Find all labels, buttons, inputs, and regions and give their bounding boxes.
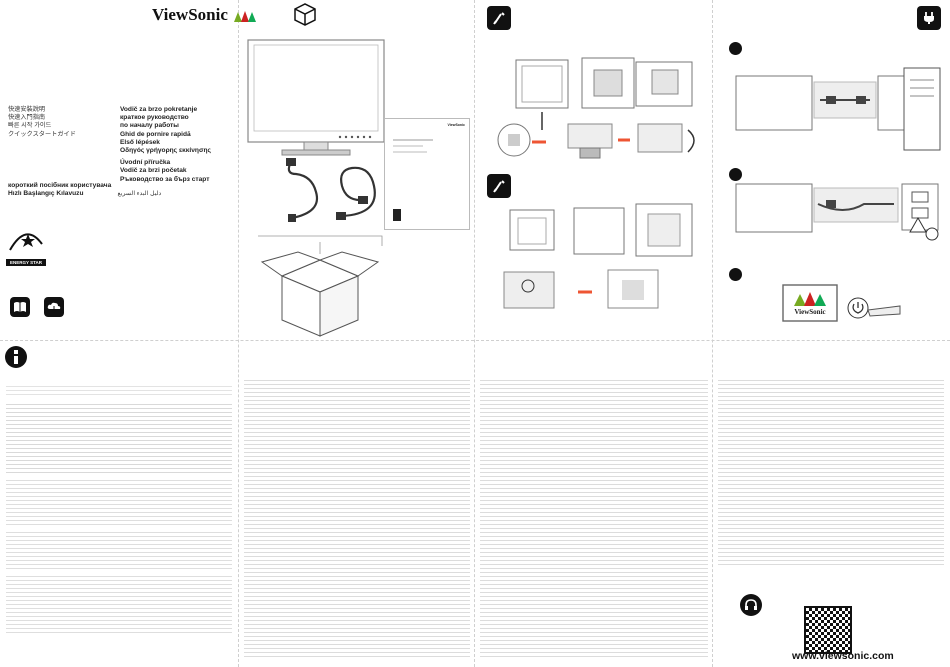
fold-line — [474, 0, 475, 667]
qr-code[interactable] — [804, 606, 852, 654]
title-ja: クイックスタートガイド — [8, 130, 76, 138]
step-3-marker — [729, 268, 742, 281]
video-cable-illustration — [330, 156, 390, 229]
install-wall-mount-step — [488, 200, 698, 335]
monitor-screen-brand: ViewSonic — [794, 308, 826, 316]
title-zh-cn: 快速入門指南 — [8, 114, 46, 122]
title-cs: Úvodní příručka — [120, 159, 171, 167]
info-text-column — [480, 378, 708, 660]
title-ru-1: краткое руководство — [120, 114, 189, 122]
cloud-download-icon — [44, 297, 64, 317]
plug-icon — [917, 6, 941, 30]
video-connection-diagram — [734, 62, 944, 157]
monitor-power-on-illustration: ViewSonic — [782, 284, 838, 324]
title-sr: Vodič za brzi početak — [120, 167, 187, 175]
power-connection-diagram — [734, 178, 944, 255]
wrench-icon — [487, 174, 511, 198]
install-base-step — [488, 40, 698, 175]
title-hr: Vodič za brzo pokretanje — [120, 106, 198, 113]
step-1-marker — [729, 42, 742, 55]
step-2-marker — [729, 168, 742, 181]
info-icon — [5, 346, 27, 368]
title-bg: Ръководство за бърз старт — [120, 175, 210, 183]
website-link[interactable]: www.viewsonic.com — [792, 650, 894, 662]
energy-star-logo: ENERGY STAR — [6, 228, 46, 266]
book-icon — [10, 297, 30, 317]
brand-logo: ViewSonic — [152, 5, 258, 25]
title-list-bottom: короткий посібник користувача Hızlı Başl… — [8, 182, 238, 198]
title-zh-tw: 快速安裝說明 — [8, 106, 46, 113]
title-ro: Ghid de pornire rapidă — [120, 130, 191, 138]
package-contents-box — [250, 232, 390, 345]
box-icon — [292, 2, 322, 28]
title-tr: Hızlı Başlangıç Kılavuzu — [8, 190, 84, 198]
title-uk: короткий посібник користувача — [8, 182, 112, 189]
info-text-column — [6, 384, 232, 654]
title-ar: دليل البدء السريع — [117, 190, 162, 198]
energy-star-label: ENERGY STAR — [6, 259, 46, 266]
fold-line — [238, 0, 239, 667]
title-hu: Első lépések — [120, 138, 160, 146]
monitor-front-illustration — [242, 38, 392, 161]
power-cable-illustration — [282, 156, 342, 229]
info-text-column — [244, 378, 470, 660]
power-button-press — [846, 296, 904, 325]
title-list-right: Vodič za brzo pokretanje краткое руковод… — [120, 106, 236, 184]
info-text-column — [718, 378, 944, 568]
energy-star-icon — [9, 233, 43, 251]
title-ru-2: по началу работы — [120, 122, 179, 130]
title-list-left: 快速安裝說明 快速入門指南 빠른 시작 가이드 クイックスタートガイド — [8, 106, 108, 139]
title-ko: 빠른 시작 가이드 — [8, 122, 52, 130]
fold-line — [712, 0, 713, 667]
manual-booklet: ViewSonic — [384, 118, 470, 230]
booklet-logo: ViewSonic — [447, 123, 465, 127]
headset-icon — [740, 594, 762, 616]
title-el: Οδηγός γρήγορης εκκίνησης — [120, 147, 211, 155]
wrench-icon — [487, 6, 511, 30]
fold-line — [0, 340, 950, 341]
